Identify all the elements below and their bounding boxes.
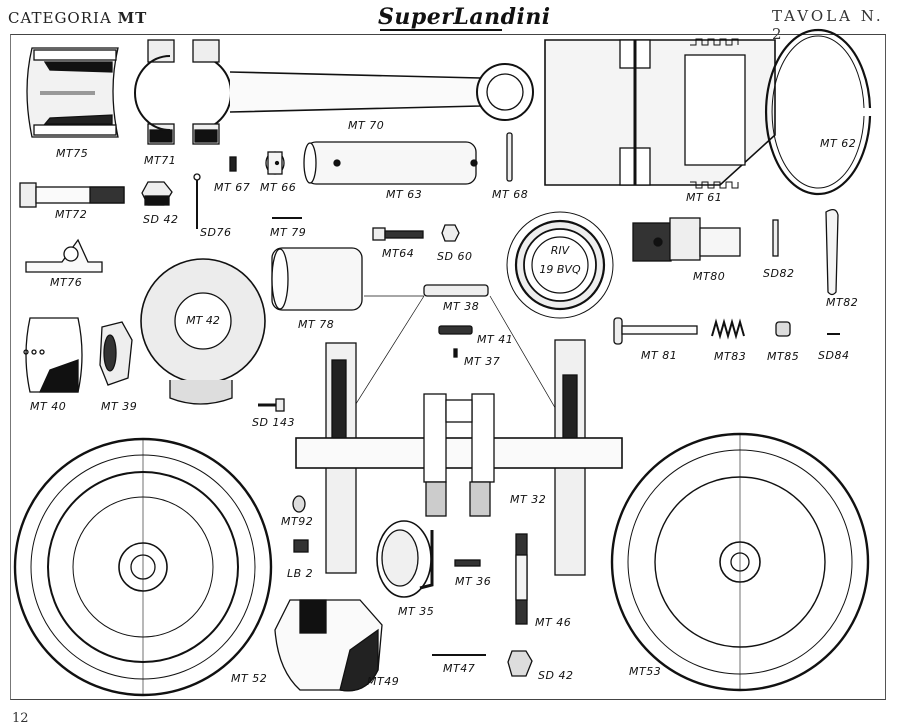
- label-sd143: SD 143: [252, 416, 295, 429]
- page-number: 12: [12, 711, 29, 726]
- label-mt42: MT 42: [186, 314, 220, 327]
- part-mt41-drawing: [438, 325, 473, 335]
- label-mt32: MT 32: [510, 493, 547, 506]
- part-mt75-drawing: [26, 47, 119, 138]
- part-mt49-drawing: [274, 599, 383, 692]
- part-mt38-drawing: [423, 284, 489, 297]
- part-mt61-drawing: [544, 38, 776, 189]
- part-mt70-mt71-drawing: [134, 39, 534, 145]
- label-lb2: LB 2: [287, 567, 314, 580]
- label-mt64: MT64: [382, 247, 415, 260]
- part-mt66-drawing: [265, 151, 285, 175]
- part-mt92-drawing: [292, 495, 306, 513]
- label-mt83: MT83: [714, 350, 747, 363]
- part-mt83-drawing: [711, 318, 745, 340]
- label-mt49: MT49: [367, 675, 400, 688]
- part-mt85-drawing: [775, 321, 791, 337]
- label-mt67: MT 67: [214, 181, 251, 194]
- label-sd84: SD84: [818, 349, 850, 362]
- part-mt46-drawing: [515, 533, 528, 625]
- label-mt79: MT 79: [270, 226, 307, 239]
- label-mt39: MT 39: [101, 400, 138, 413]
- part-mt35-drawing: [376, 520, 434, 598]
- label-mt40: MT 40: [30, 400, 67, 413]
- label-mt38: MT 38: [443, 300, 480, 313]
- label-mt75: MT75: [56, 147, 89, 160]
- part-mt62-drawing: [764, 28, 872, 196]
- part-mt81-drawing: [613, 317, 698, 345]
- part-mt68-drawing: [506, 132, 513, 182]
- part-mt80-drawing: [632, 217, 741, 262]
- part-sd42-top-drawing: [141, 181, 173, 206]
- label-mt68: MT 68: [492, 188, 529, 201]
- label-mt78: MT 78: [298, 318, 335, 331]
- part-sd82-drawing: [772, 219, 779, 257]
- label-mt46: MT 46: [535, 616, 572, 629]
- label-mt80: MT80: [693, 270, 726, 283]
- label-mt53: MT53: [629, 665, 662, 678]
- label-mt81: MT 81: [641, 349, 678, 362]
- part-sd76-drawing: [193, 173, 201, 229]
- part-mt78-drawing: [271, 247, 363, 311]
- brand-logo: SuperLandini: [378, 4, 551, 30]
- label-mt76: MT76: [50, 276, 83, 289]
- part-mt42-drawing: [140, 258, 266, 405]
- part-mt32-drawing: [295, 295, 623, 576]
- diagram-frame: [10, 34, 886, 700]
- part-mt72-drawing: [19, 182, 125, 208]
- label-mt41: MT 41: [477, 333, 514, 346]
- part-sd60-drawing: [441, 224, 460, 242]
- label-sd60: SD 60: [437, 250, 473, 263]
- part-mt64-drawing: [372, 227, 424, 241]
- category-title: CATEGORIA MT: [8, 9, 147, 27]
- part-mt53-drawing: [610, 432, 870, 692]
- label-mt47: MT47: [443, 662, 476, 675]
- label-sd76: SD76: [200, 226, 232, 239]
- label-mt52: MT 52: [231, 672, 268, 685]
- part-lb2-drawing: [293, 539, 309, 553]
- part-mt67-drawing: [229, 156, 237, 172]
- label-riv: RIV: [550, 244, 570, 257]
- label-mt63: MT 63: [386, 188, 423, 201]
- part-mt63-drawing: [303, 141, 478, 185]
- label-mt62: MT 62: [820, 137, 857, 150]
- part-mt52-drawing: [13, 437, 273, 697]
- part-mt82-drawing: [825, 208, 839, 296]
- part-mt40-drawing: [23, 317, 83, 393]
- label-mt61: MT 61: [686, 191, 723, 204]
- label-mt92: MT92: [281, 515, 314, 528]
- label-sd42-top: SD 42: [143, 213, 179, 226]
- part-sd143-drawing: [258, 398, 285, 412]
- label-sd42-bottom: SD 42: [538, 669, 574, 682]
- category-prefix: CATEGORIA: [8, 9, 112, 27]
- part-mt36-drawing: [454, 559, 481, 567]
- part-sd42-bottom-drawing: [507, 650, 533, 677]
- part-mt37-drawing: [453, 348, 458, 358]
- label-mt36: MT 36: [455, 575, 492, 588]
- part-mt76-drawing: [25, 238, 103, 273]
- label-mt72: MT72: [55, 208, 88, 221]
- part-riv-bearing-drawing: [506, 211, 614, 319]
- label-mt70: MT 70: [348, 119, 385, 132]
- brand-underline: [380, 29, 502, 31]
- label-mt37: MT 37: [464, 355, 501, 368]
- category-code: MT: [117, 9, 148, 27]
- label-mt35: MT 35: [398, 605, 435, 618]
- label-mt82: MT82: [826, 296, 859, 309]
- label-mt66: MT 66: [260, 181, 297, 194]
- label-mt71: MT71: [144, 154, 177, 167]
- label-19bvq: 19 BVQ: [539, 263, 581, 276]
- label-sd82: SD82: [763, 267, 795, 280]
- part-mt39-drawing: [99, 321, 133, 386]
- label-mt85: MT85: [767, 350, 800, 363]
